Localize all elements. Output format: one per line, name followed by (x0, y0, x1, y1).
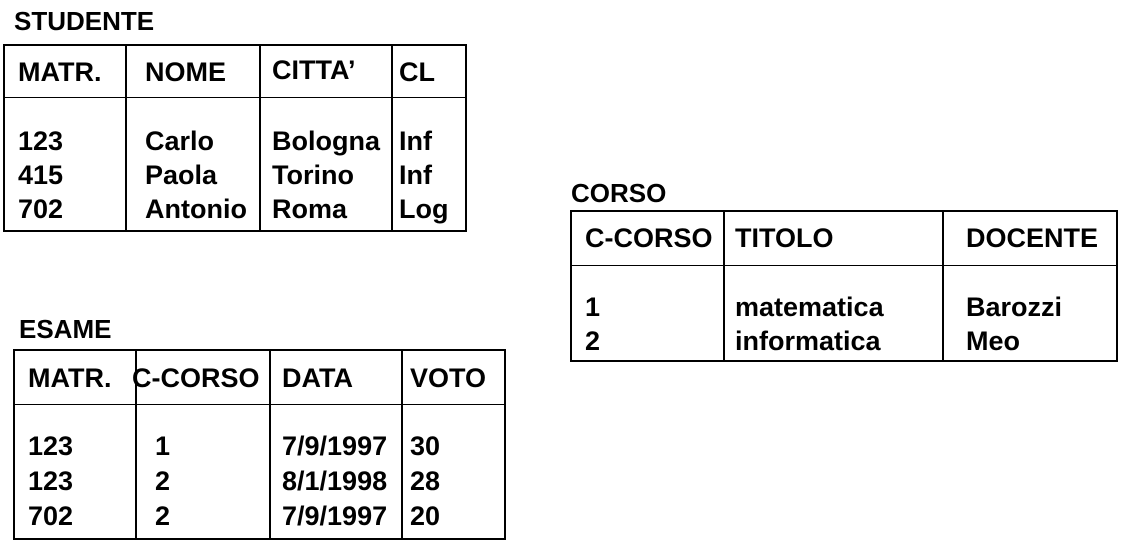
studente-table: MATR. NOME CITTA’ CL 123 415 702 Carlo P… (3, 44, 467, 232)
table-cell: Paola (145, 160, 218, 190)
table-cell: 30 (410, 431, 441, 461)
column-c-corso-values: 1 2 2 (155, 429, 170, 534)
column-divider (135, 351, 137, 538)
column-cl-values: Inf Inf Log (399, 124, 448, 226)
esame-title: ESAME (19, 314, 112, 344)
table-cell: 123 (28, 466, 74, 496)
table-cell: Meo (966, 326, 1020, 356)
table-cell: Bologna (272, 126, 380, 156)
table-cell: 2 (155, 466, 171, 496)
column-data-values: 7/9/1997 8/1/1998 7/9/1997 (282, 429, 387, 534)
corso-table: C-CORSO TITOLO DOCENTE 1 2 matematica in… (570, 210, 1118, 362)
header-docente: DOCENTE (966, 223, 1099, 253)
column-voto-values: 30 28 20 (410, 429, 440, 534)
table-cell: 415 (18, 160, 64, 190)
header-c-corso: C-CORSO (585, 223, 713, 253)
table-cell: Inf (399, 160, 432, 190)
column-matr-values: 123 123 702 (28, 429, 73, 534)
column-divider (125, 46, 127, 230)
header-nome: NOME (145, 57, 226, 87)
header-cl: CL (399, 57, 435, 87)
header-voto: VOTO (410, 363, 487, 393)
table-cell: 28 (410, 466, 441, 496)
table-cell: 2 (155, 501, 171, 531)
table-cell: 702 (18, 194, 64, 224)
column-divider (259, 46, 261, 230)
table-cell: 1 (155, 431, 171, 461)
column-divider (723, 212, 725, 360)
header-titolo: TITOLO (735, 223, 834, 253)
table-cell: 2 (585, 326, 601, 356)
column-divider (269, 351, 271, 538)
column-nome-values: Carlo Paola Antonio (145, 124, 247, 226)
table-cell: 123 (28, 431, 74, 461)
studente-title: STUDENTE (14, 6, 155, 36)
table-cell: Carlo (145, 126, 215, 156)
esame-table: MATR. C-CORSO DATA VOTO 123 123 702 1 2 … (13, 349, 506, 540)
table-cell: Log (399, 194, 449, 224)
table-cell: Inf (399, 126, 432, 156)
header-divider (572, 265, 1116, 266)
table-cell: 7/9/1997 (282, 431, 388, 461)
table-cell: 1 (585, 292, 601, 322)
table-cell: informatica (735, 326, 881, 356)
column-c-corso-values: 1 2 (585, 290, 600, 358)
column-docente-values: Barozzi Meo (966, 290, 1062, 358)
table-cell: 123 (18, 126, 64, 156)
table-cell: 702 (28, 501, 74, 531)
table-cell: Torino (272, 160, 354, 190)
column-citta-values: Bologna Torino Roma (272, 124, 380, 226)
column-matr-values: 123 415 702 (18, 124, 63, 226)
header-divider (5, 97, 465, 98)
table-cell: 7/9/1997 (282, 501, 388, 531)
header-citta: CITTA’ (272, 55, 356, 85)
header-data: DATA (282, 363, 353, 393)
column-divider (942, 212, 944, 360)
column-divider (401, 351, 403, 538)
header-matr: MATR. (18, 57, 102, 87)
corso-title: CORSO (571, 178, 667, 208)
table-cell: Roma (272, 194, 348, 224)
column-titolo-values: matematica informatica (735, 290, 884, 358)
header-divider (15, 404, 504, 405)
table-cell: matematica (735, 292, 884, 322)
table-cell: 20 (410, 501, 441, 531)
table-cell: 8/1/1998 (282, 466, 388, 496)
column-divider (391, 46, 393, 230)
header-matr: MATR. (28, 363, 112, 393)
table-cell: Barozzi (966, 292, 1063, 322)
header-c-corso: C-CORSO (132, 363, 260, 393)
table-cell: Antonio (145, 194, 247, 224)
